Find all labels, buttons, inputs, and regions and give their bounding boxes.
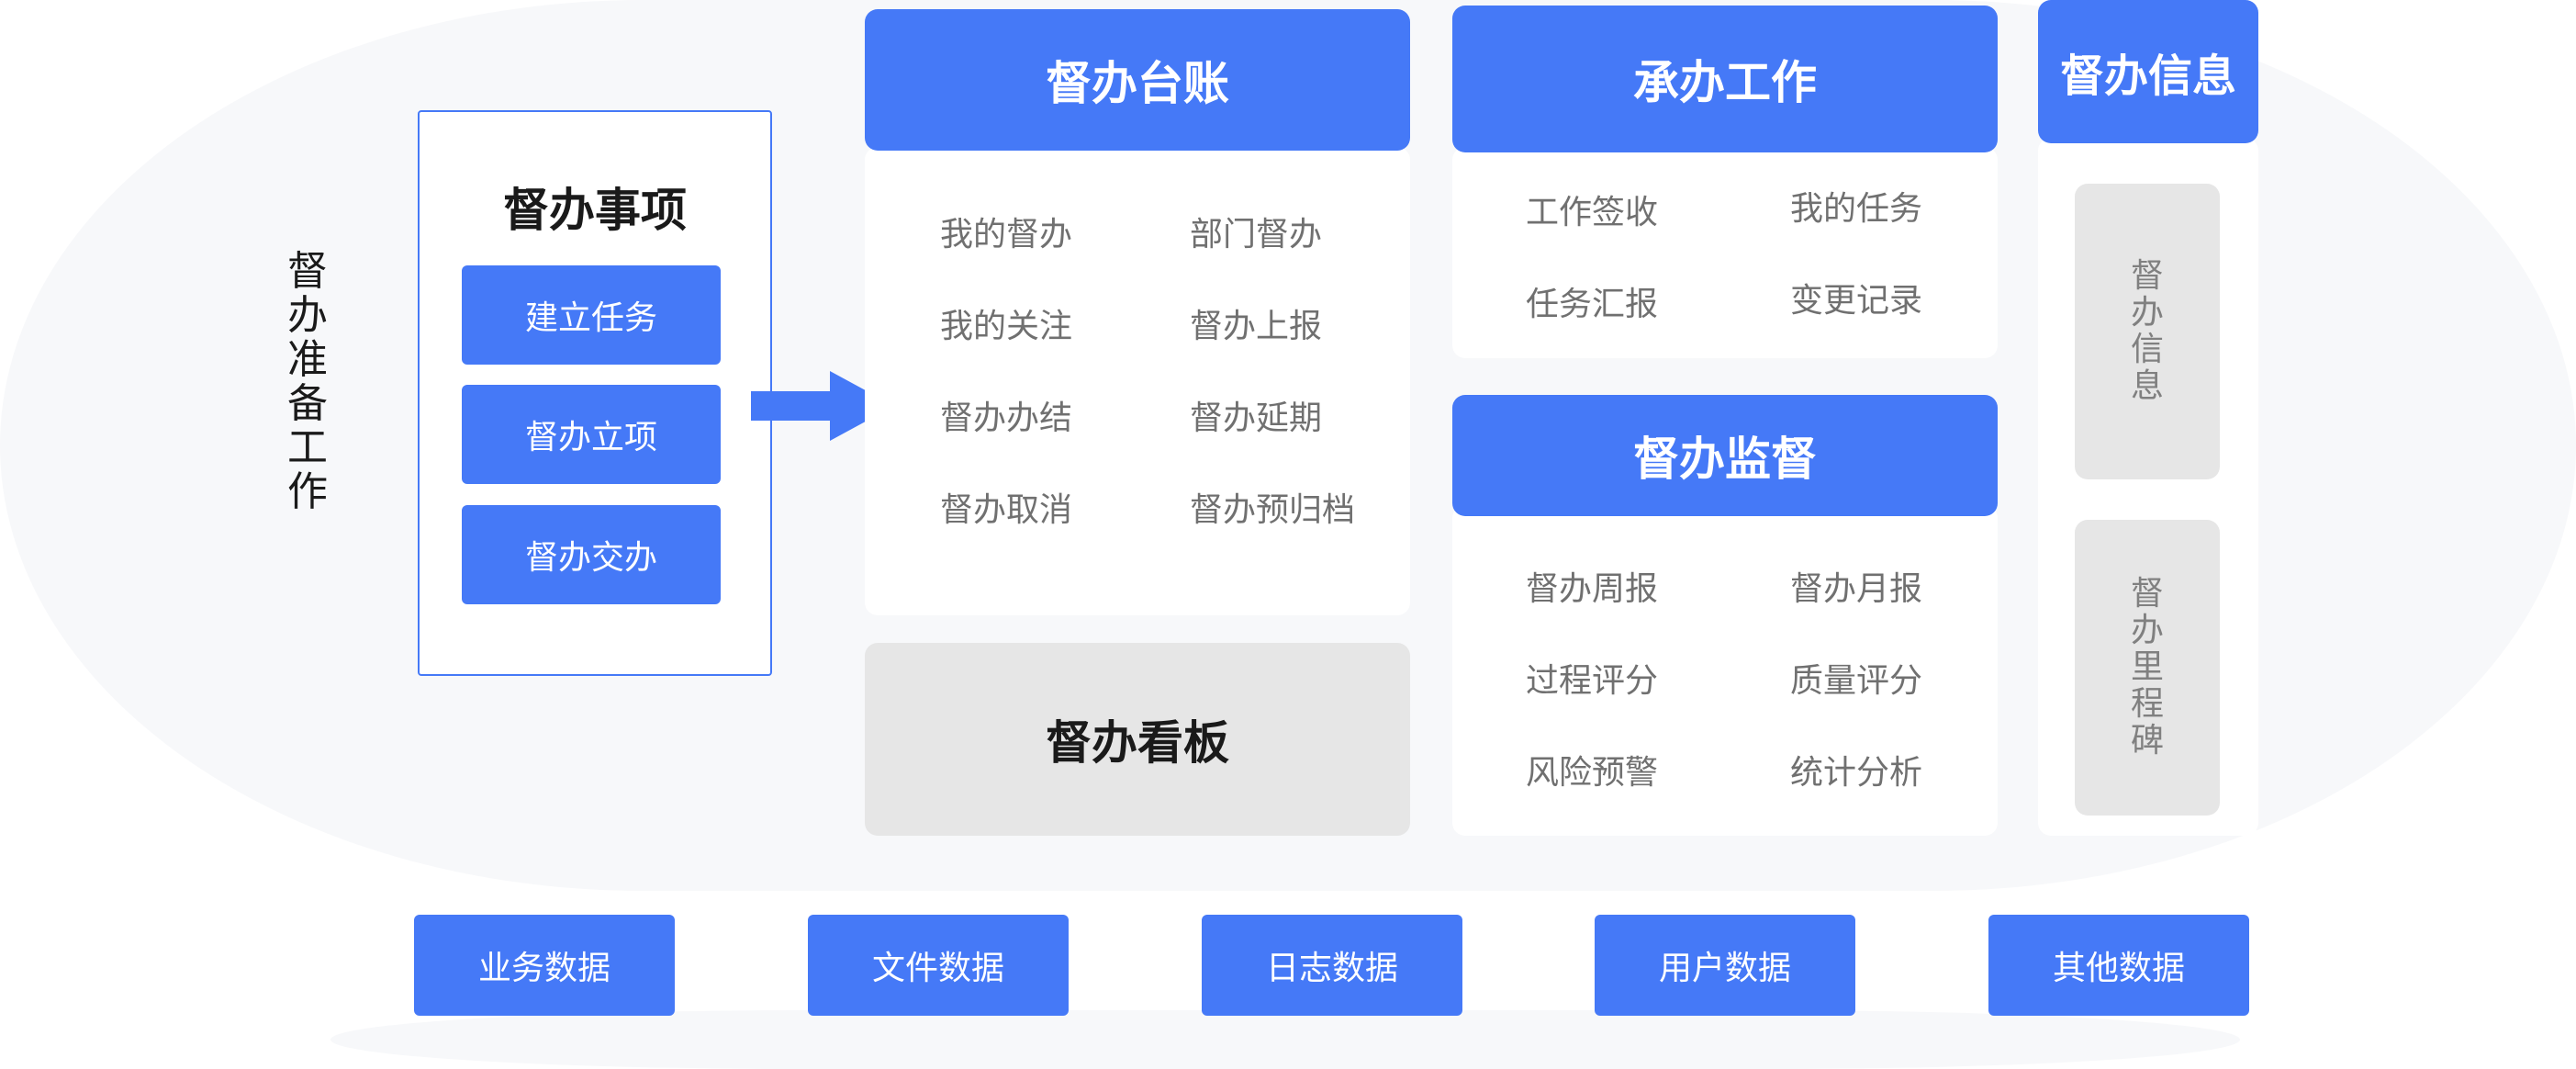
ledger-panel xyxy=(865,147,1410,615)
supervise-panel xyxy=(1452,505,1998,836)
background-bottom xyxy=(330,1010,2240,1069)
undertake-item[interactable]: 工作签收 xyxy=(1526,194,1659,231)
info-detail-char: 信 xyxy=(2130,331,2164,368)
supervise-item[interactable]: 质量评分 xyxy=(1790,662,1923,700)
ledger-item[interactable]: 我的督办 xyxy=(940,216,1073,253)
milestone-char: 程 xyxy=(2130,685,2164,723)
log-data-button[interactable]: 日志数据 xyxy=(1202,915,1462,1016)
create-task-button[interactable]: 建立任务 xyxy=(462,265,721,365)
ledger-item[interactable]: 部门督办 xyxy=(1190,216,1323,253)
supervise-item[interactable]: 风险预警 xyxy=(1526,754,1659,792)
ledger-item[interactable]: 督办延期 xyxy=(1190,399,1323,437)
supervision-items-title: 督办事项 xyxy=(503,184,687,237)
milestone-char: 督 xyxy=(2130,575,2164,613)
right-arrow-icon xyxy=(751,371,894,441)
project-approval-button[interactable]: 督办立项 xyxy=(462,385,721,484)
ledger-header: 督办台账 xyxy=(865,9,1410,151)
supervise-item[interactable]: 督办月报 xyxy=(1790,570,1923,608)
prep-work-char: 备 xyxy=(287,380,328,427)
prep-work-title: 督 办 准 备 工 作 xyxy=(275,250,340,514)
supervise-item[interactable]: 过程评分 xyxy=(1526,662,1659,700)
milestone-char: 办 xyxy=(2130,612,2164,649)
prep-work-char: 督 xyxy=(287,248,328,295)
supervise-header: 督办监督 xyxy=(1452,395,1998,516)
info-header: 督办信息 xyxy=(2038,0,2258,143)
assign-button[interactable]: 督办交办 xyxy=(462,505,721,604)
prep-work-char: 办 xyxy=(287,292,328,339)
file-data-button[interactable]: 文件数据 xyxy=(808,915,1069,1016)
undertake-header: 承办工作 xyxy=(1452,6,1998,152)
supervise-item[interactable]: 督办周报 xyxy=(1526,570,1659,608)
prep-work-char: 工 xyxy=(287,424,328,471)
prep-work-char: 准 xyxy=(287,336,328,383)
undertake-panel xyxy=(1452,147,1998,358)
ledger-item[interactable]: 督办取消 xyxy=(940,491,1073,529)
ledger-item[interactable]: 我的关注 xyxy=(940,308,1073,345)
supervise-item[interactable]: 统计分析 xyxy=(1790,754,1923,792)
info-detail-char: 办 xyxy=(2130,294,2164,332)
ledger-item[interactable]: 督办预归档 xyxy=(1190,491,1356,529)
info-detail-char: 督 xyxy=(2130,257,2164,295)
undertake-item[interactable]: 任务汇报 xyxy=(1526,286,1659,323)
business-data-button[interactable]: 业务数据 xyxy=(414,915,675,1016)
other-data-button[interactable]: 其他数据 xyxy=(1988,915,2249,1016)
user-data-button[interactable]: 用户数据 xyxy=(1595,915,1855,1016)
info-detail-panel[interactable]: 督 办 信 息 xyxy=(2075,184,2220,479)
milestone-char: 里 xyxy=(2130,648,2164,686)
milestone-panel[interactable]: 督 办 里 程 碑 xyxy=(2075,520,2220,816)
info-detail-char: 息 xyxy=(2130,367,2164,405)
dashboard-panel[interactable]: 督办看板 xyxy=(865,643,1410,836)
milestone-char: 碑 xyxy=(2130,722,2164,760)
undertake-item[interactable]: 我的任务 xyxy=(1790,190,1923,228)
prep-work-char: 作 xyxy=(287,468,328,515)
ledger-item[interactable]: 督办办结 xyxy=(940,399,1073,437)
ledger-item[interactable]: 督办上报 xyxy=(1190,308,1323,345)
undertake-item[interactable]: 变更记录 xyxy=(1790,282,1923,320)
